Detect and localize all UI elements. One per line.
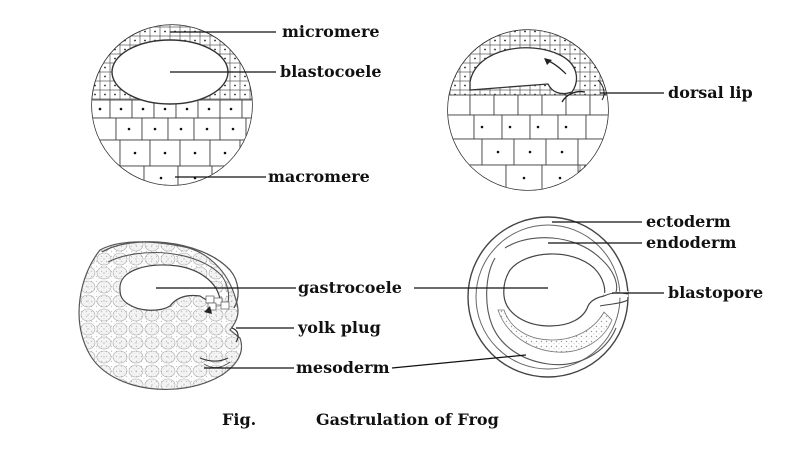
late-gastrula-embryo bbox=[467, 216, 629, 378]
label-ectoderm: ectoderm bbox=[646, 212, 731, 231]
label-dorsal-lip: dorsal lip bbox=[668, 83, 753, 102]
late-gastrocoele-cavity bbox=[503, 253, 606, 327]
label-micromere: micromere bbox=[282, 22, 380, 41]
mid-gastrula-embryo bbox=[78, 241, 243, 391]
early-gastrula-embryo bbox=[447, 29, 609, 191]
figure-caption-title: Gastrulation of Frog bbox=[316, 410, 499, 429]
label-endoderm: endoderm bbox=[646, 233, 737, 252]
label-blastocoele: blastocoele bbox=[280, 62, 382, 81]
figure-caption-prefix: Fig. bbox=[222, 410, 257, 429]
label-mesoderm: mesoderm bbox=[296, 358, 390, 377]
blastula-embryo bbox=[91, 24, 253, 186]
label-gastrocoele: gastrocoele bbox=[298, 278, 402, 297]
label-macromere: macromere bbox=[268, 167, 370, 186]
dorsal-lip-arrow-icon bbox=[204, 306, 212, 314]
label-blastopore: blastopore bbox=[668, 283, 764, 302]
label-yolk-plug: yolk plug bbox=[298, 318, 381, 337]
mesoderm-leader-right bbox=[391, 354, 527, 369]
